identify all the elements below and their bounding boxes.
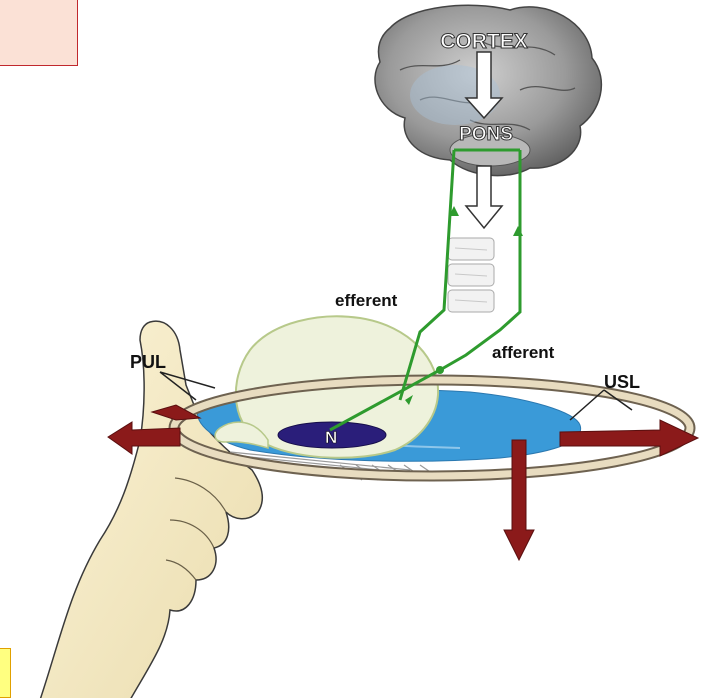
label-afferent: afferent xyxy=(492,343,555,362)
spinal-cord xyxy=(448,238,494,312)
hand xyxy=(40,321,262,698)
label-cortex: CORTEX xyxy=(440,30,528,53)
label-efferent: efferent xyxy=(335,291,398,310)
label-pons: PONS xyxy=(459,124,513,145)
label-pul: PUL xyxy=(130,352,166,372)
label-usl: USL xyxy=(604,372,640,392)
label-nucleus: N xyxy=(325,428,337,447)
